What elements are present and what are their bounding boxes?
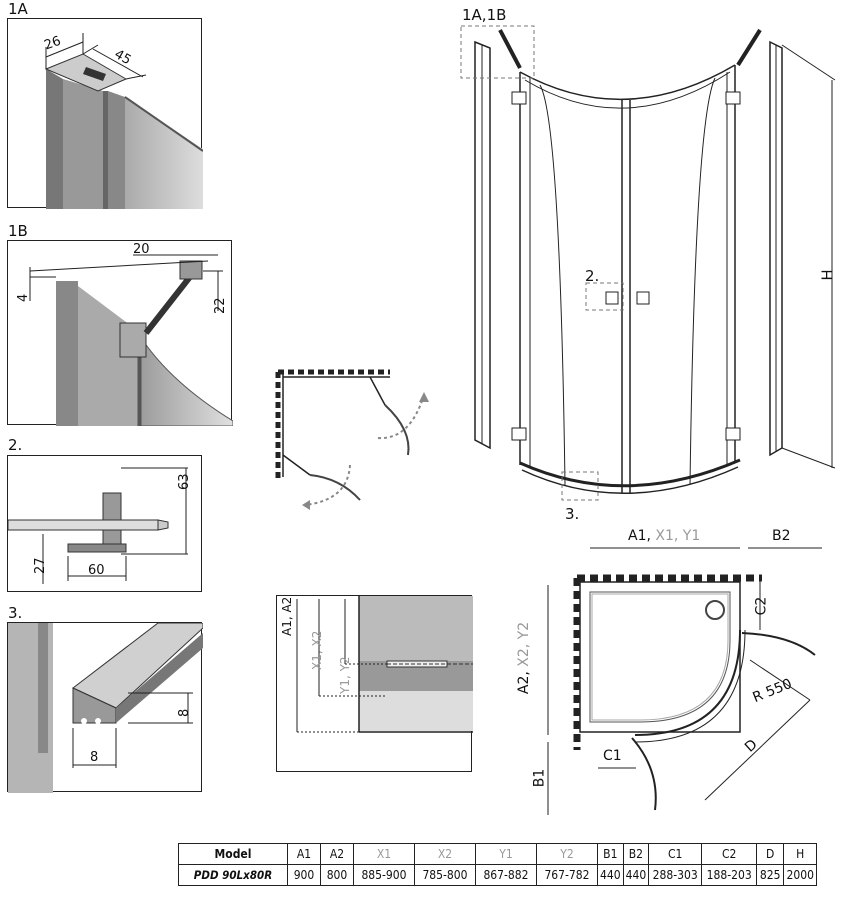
- detail-1b-drawing: 20 4 22: [16, 242, 233, 426]
- section-label-x: X1, X2: [310, 631, 324, 670]
- td-d: 825: [756, 864, 785, 886]
- th-c2: C2: [701, 843, 758, 865]
- detail-3-dim-b: 8: [90, 750, 98, 765]
- plan-top-label: A1, X1, Y1: [628, 528, 700, 544]
- detail-1b-dim-a: 20: [133, 242, 150, 257]
- plan-left-b: B1: [531, 768, 548, 788]
- spec-data-row: PDD 90Lx80R 900 800 885-900 785-800 867-…: [178, 864, 818, 886]
- td-h: 2000: [783, 864, 818, 886]
- main-2-label: 2.: [585, 267, 600, 285]
- plan-c1: C1: [603, 748, 622, 764]
- th-x2: X2: [414, 843, 476, 865]
- td-x2: 785-800: [414, 864, 476, 886]
- plan-radius: R 550: [750, 675, 795, 707]
- detail-2-dim-b: 27: [33, 557, 48, 574]
- td-b1: 440: [597, 864, 624, 886]
- detail-1b-dim-c: 22: [213, 297, 228, 314]
- detail-2-drawing: 63 27 60: [8, 467, 192, 584]
- section-label-a: A1, A2: [280, 597, 294, 636]
- th-model: Model: [178, 843, 288, 865]
- th-h: H: [783, 843, 818, 865]
- section-label-y: Y1, Y2: [338, 656, 352, 695]
- detail-3-panel: 8 8: [7, 622, 203, 793]
- th-b2: B2: [622, 843, 650, 865]
- main-3-label: 3.: [565, 505, 580, 523]
- plan-left-label: A2, X2, Y2: [516, 622, 532, 694]
- section-detail-panel: A1, A2 X1, X2 Y1, Y2: [276, 595, 473, 772]
- td-c2: 188-203: [701, 864, 758, 886]
- spec-table: Model A1 A2 X1 X2 Y1 Y2 B1 B2 C1 C2 D H …: [178, 843, 818, 886]
- td-c1: 288-303: [648, 864, 703, 886]
- td-y1: 867-882: [475, 864, 537, 886]
- detail-2-panel: 63 27 60: [7, 455, 202, 592]
- detail-3-dim-a: 8: [177, 709, 192, 717]
- detail-2-dim-c: 60: [88, 563, 105, 578]
- td-a1: 900: [287, 864, 321, 886]
- detail-1a-dim-a: 26: [42, 34, 63, 54]
- td-model: PDD 90Lx80R: [178, 864, 288, 886]
- plan-left-xy: X2, Y2: [516, 621, 533, 672]
- th-b1: B1: [597, 843, 624, 865]
- detail-2-dim-a: 63: [177, 473, 192, 490]
- td-a2: 800: [320, 864, 354, 886]
- th-x1: X1: [353, 843, 415, 865]
- detail-1b-dim-b: 4: [16, 294, 31, 302]
- detail-3-drawing: 8 8: [8, 623, 203, 793]
- height-label: H: [818, 269, 837, 281]
- detail-1a-dim-b: 45: [112, 47, 134, 68]
- detail-1b-panel: 20 4 22: [7, 240, 233, 426]
- spec-header-row: Model A1 A2 X1 X2 Y1 Y2 B1 B2 C1 C2 D H: [178, 843, 818, 865]
- plan-top-xy: X1, Y1: [650, 528, 701, 544]
- detail-3-label: 3.: [8, 604, 23, 622]
- plan-top-b: B2: [772, 528, 791, 544]
- plan-c2: C2: [753, 596, 770, 616]
- th-c1: C1: [648, 843, 703, 865]
- plan-top-a: A1,: [628, 528, 651, 544]
- th-d: D: [756, 843, 785, 865]
- plan-d: D: [742, 736, 761, 756]
- detail-1a-panel: 26 45: [7, 18, 203, 209]
- td-b2: 440: [622, 864, 650, 886]
- td-y2: 767-782: [536, 864, 598, 886]
- th-a2: A2: [320, 843, 354, 865]
- detail-1a-label: 1A: [8, 0, 28, 18]
- th-y2: Y2: [536, 843, 598, 865]
- detail-1a-drawing: 26 45: [42, 33, 203, 209]
- detail-2-label: 2.: [8, 436, 23, 454]
- td-x1: 885-900: [353, 864, 415, 886]
- plan-left-a: A2,: [516, 671, 533, 695]
- th-a1: A1: [287, 843, 321, 865]
- th-y1: Y1: [475, 843, 537, 865]
- main-1a1b-label: 1A,1B: [462, 6, 507, 24]
- section-detail-drawing: A1, A2 X1, X2 Y1, Y2: [280, 596, 473, 733]
- detail-1b-label: 1B: [8, 222, 28, 240]
